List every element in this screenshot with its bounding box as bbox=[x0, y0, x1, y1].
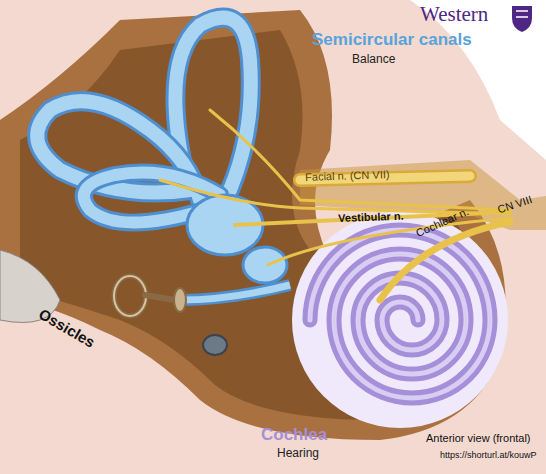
cochlea-body bbox=[292, 212, 508, 428]
cochlea-spiral bbox=[310, 230, 490, 398]
cochlea-highlight bbox=[310, 230, 490, 398]
ossicles bbox=[114, 276, 186, 316]
section-heading: Semicircular canals bbox=[312, 31, 472, 50]
section-subheading: Hearing bbox=[277, 447, 319, 460]
section-subheading: Balance bbox=[352, 53, 395, 66]
nerve-fibers bbox=[160, 110, 510, 300]
university-shield bbox=[512, 6, 532, 32]
logo-text: Western bbox=[420, 3, 488, 26]
nerve-label: Vestibular n. bbox=[338, 210, 404, 224]
vestibule bbox=[180, 195, 290, 300]
view-note: Anterior view (frontal) bbox=[426, 432, 531, 444]
round-window bbox=[203, 335, 227, 355]
section-heading: Cochlea bbox=[261, 426, 327, 445]
semicircular-canals bbox=[37, 18, 251, 223]
source-url: https://shorturl.at/kouwP bbox=[440, 451, 537, 461]
